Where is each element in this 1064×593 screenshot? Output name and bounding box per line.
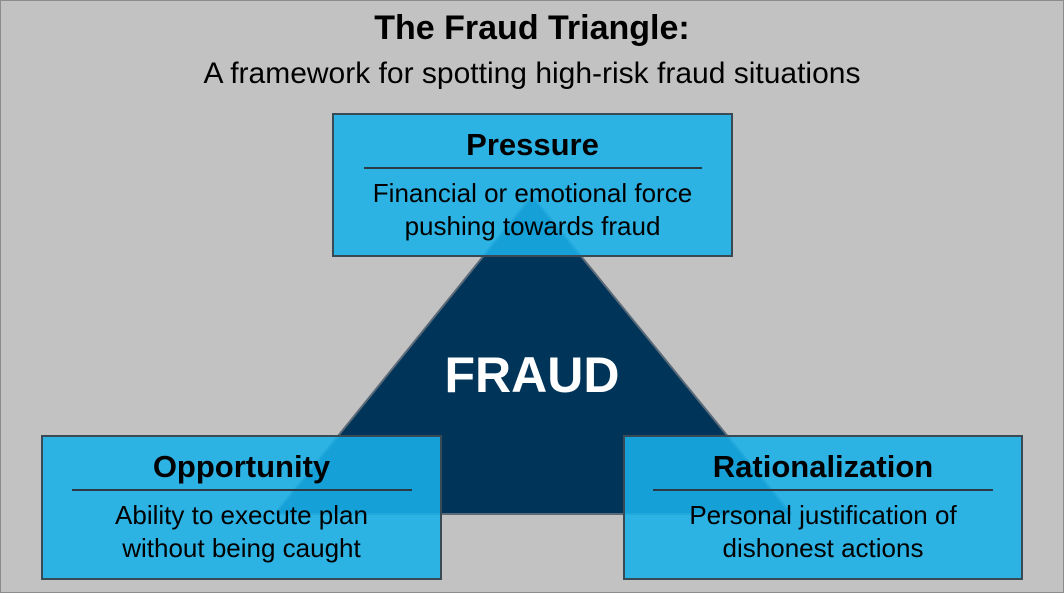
pressure-heading: Pressure [466, 127, 599, 162]
rationalization-heading: Rationalization [712, 449, 934, 484]
fraud-center-label: FRAUD [444, 347, 620, 403]
opportunity-heading: Opportunity [152, 449, 331, 484]
diagram-title: The Fraud Triangle: [374, 9, 690, 47]
opportunity-description-line-2: without being caught [122, 533, 361, 563]
pressure-divider [363, 167, 702, 169]
opportunity-box: Opportunity Ability to execute plan with… [41, 435, 442, 580]
pressure-description: Financial or emotional force pushing tow… [334, 177, 731, 243]
pressure-description-line-1: Financial or emotional force [372, 178, 693, 208]
rationalization-description: Personal justification of dishonest acti… [625, 499, 1021, 565]
opportunity-description: Ability to execute plan without being ca… [43, 499, 440, 565]
diagram-subtitle: A framework for spotting high-risk fraud… [203, 57, 861, 90]
opportunity-description-line-1: Ability to execute plan [115, 500, 368, 530]
rationalization-box: Rationalization Personal justification o… [623, 435, 1023, 580]
rationalization-description-line-2: dishonest actions [722, 533, 924, 563]
pressure-description-line-2: pushing towards fraud [404, 211, 661, 241]
triangle-fill [272, 194, 794, 515]
opportunity-divider [71, 489, 412, 491]
rationalization-description-line-1: Personal justification of [689, 500, 957, 530]
pressure-box: Pressure Financial or emotional force pu… [332, 113, 733, 257]
rationalization-divider [653, 489, 993, 491]
